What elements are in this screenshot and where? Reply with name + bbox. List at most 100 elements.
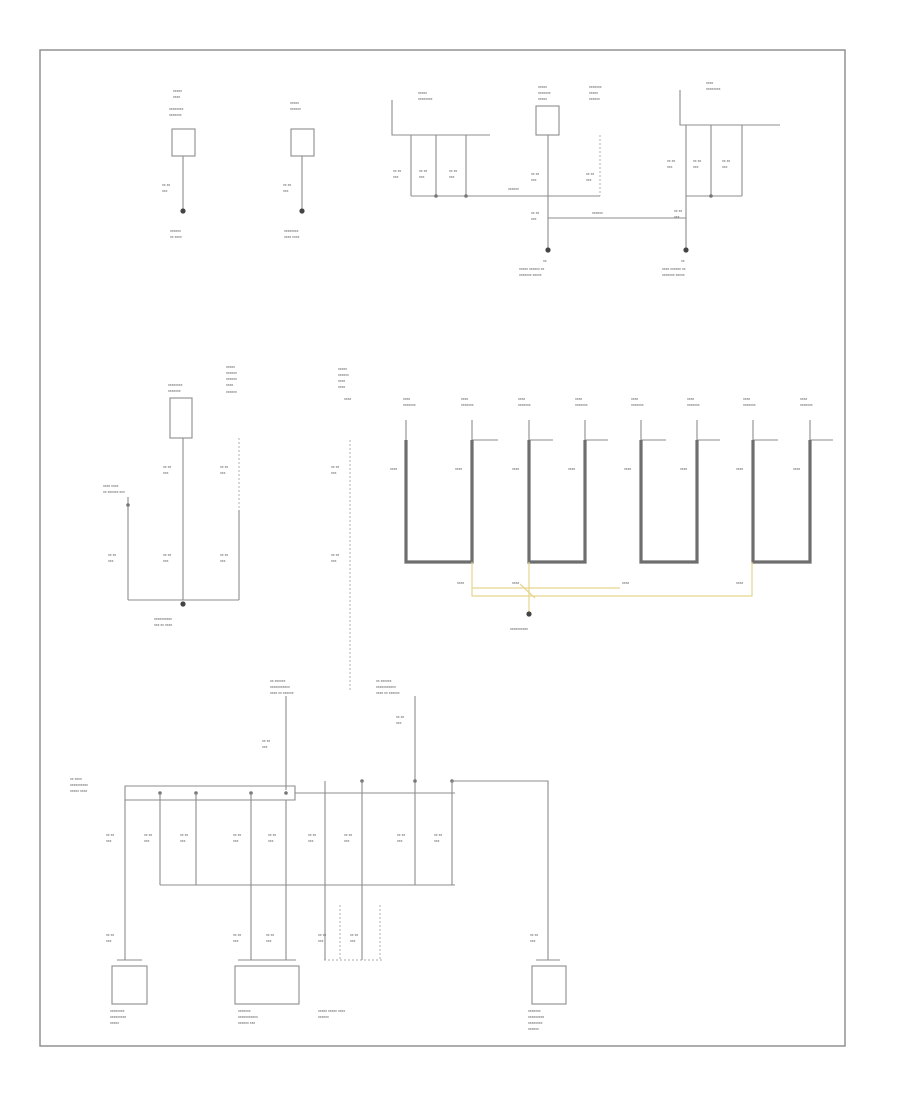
svg-text:xx xx: xx xx	[106, 933, 114, 937]
svg-text:xxx: xxx	[163, 559, 169, 563]
svg-text:xx xx: xx xx	[674, 209, 682, 213]
svg-text:xxx: xxx	[106, 939, 112, 943]
svg-text:xxxxx xxxxx xxxx: xxxxx xxxxx xxxx	[318, 1009, 345, 1013]
svg-text:xxxxxxx xxxxx: xxxxxxx xxxxx	[519, 273, 542, 277]
svg-text:xxx: xxx	[419, 175, 425, 179]
svg-text:xxxxxxxx: xxxxxxxx	[169, 107, 184, 111]
ground-icon	[299, 208, 305, 214]
svg-text:xxxxxxxxx: xxxxxxxxx	[528, 1015, 544, 1019]
svg-text:xxxx: xxxx	[793, 467, 800, 471]
svg-text:xxx: xxx	[531, 217, 537, 221]
svg-text:xxx: xxx	[722, 165, 728, 169]
svg-text:xxxx: xxxx	[736, 467, 743, 471]
svg-text:xxx: xxx	[530, 939, 536, 943]
svg-text:xxxxxx: xxxxxx	[226, 390, 237, 394]
svg-text:xxxxxxx: xxxxxxx	[589, 85, 602, 89]
svg-text:xx xx: xx xx	[266, 933, 274, 937]
component-box-icon	[535, 105, 560, 136]
svg-text:xxxxxx: xxxxxx	[170, 229, 181, 233]
svg-text:xx xx: xx xx	[396, 715, 404, 719]
svg-text:xxxxxxx: xxxxxxx	[528, 1009, 541, 1013]
svg-text:xxxxxxxxxxx: xxxxxxxxxxx	[238, 1015, 258, 1019]
svg-text:xxxxxxxx: xxxxxxxx	[528, 1021, 543, 1025]
svg-text:xxxxx: xxxxx	[538, 97, 547, 101]
svg-text:xxx xx xxxx: xxx xx xxxx	[154, 623, 172, 627]
svg-text:xxxx: xxxx	[512, 467, 519, 471]
svg-text:xxxxxx: xxxxxx	[290, 107, 301, 111]
svg-text:xxx: xxx	[266, 939, 272, 943]
module-bank: xxxxxxxxxxx xxxxxxxxxxx xxxxxxxxxxx xxxx…	[390, 397, 833, 631]
svg-text:xxxx: xxxx	[575, 397, 582, 401]
svg-text:xxxx: xxxx	[457, 581, 464, 585]
svg-text:xxxxxx: xxxxxx	[589, 97, 600, 101]
svg-text:xx xx: xx xx	[162, 183, 170, 187]
svg-text:xxxxxxx: xxxxxxx	[403, 403, 416, 407]
component-box-icon	[111, 965, 148, 1005]
svg-text:xx xx: xx xx	[350, 933, 358, 937]
svg-text:xx xx: xx xx	[449, 169, 457, 173]
svg-text:xxxxxxx xxxxx: xxxxxxx xxxxx	[662, 273, 685, 277]
svg-text:xx: xx	[543, 259, 547, 263]
svg-text:xxxx: xxxx	[461, 397, 468, 401]
svg-text:xxxxx: xxxxx	[338, 367, 347, 371]
svg-text:xx xx: xx xx	[318, 933, 326, 937]
svg-text:xxxx: xxxx	[736, 581, 743, 585]
component-box-icon	[169, 397, 193, 439]
component-box-icon	[290, 128, 315, 157]
svg-text:xx xx: xx xx	[180, 833, 188, 837]
svg-text:xx xxxx: xx xxxx	[170, 235, 182, 239]
svg-text:xxx: xxx	[449, 175, 455, 179]
svg-text:xxxxxxxx: xxxxxxxx	[284, 229, 299, 233]
svg-text:xxxxxx xxx: xxxxxx xxx	[238, 1021, 255, 1025]
svg-text:xx xx: xx xx	[283, 183, 291, 187]
svg-text:xx xx: xx xx	[106, 833, 114, 837]
svg-text:xxxxxxxxxx: xxxxxxxxxx	[154, 617, 172, 621]
svg-text:xxxx: xxxx	[622, 581, 629, 585]
svg-text:xx xx: xx xx	[531, 172, 539, 176]
svg-text:xx xx: xx xx	[530, 933, 538, 937]
svg-text:xxx: xxx	[693, 165, 699, 169]
svg-text:xxxx xx xxxxxx: xxxx xx xxxxxx	[270, 691, 294, 695]
svg-text:xxxxxx: xxxxxx	[318, 1015, 329, 1019]
svg-text:xxxxxxx: xxxxxxx	[168, 389, 181, 393]
svg-text:xxx: xxx	[233, 839, 239, 843]
svg-text:xxxx: xxxx	[226, 383, 233, 387]
svg-text:xxxxxxx: xxxxxxx	[461, 403, 474, 407]
svg-text:xxxxxxxxxx: xxxxxxxxxx	[70, 783, 88, 787]
svg-text:xxx: xxx	[233, 939, 239, 943]
component-box-icon	[531, 965, 567, 1005]
svg-text:xxxx: xxxx	[390, 467, 397, 471]
svg-text:xxx: xxx	[667, 165, 673, 169]
svg-text:xxxx: xxxx	[403, 397, 410, 401]
svg-text:xxxx: xxxx	[624, 467, 631, 471]
ground-icon	[683, 247, 689, 253]
svg-text:xx xx: xx xx	[220, 465, 228, 469]
svg-text:xxx: xxx	[163, 471, 169, 475]
svg-text:xxxx xxxx: xxxx xxxx	[284, 235, 300, 239]
svg-text:xxx: xxx	[318, 939, 324, 943]
svg-text:xx xxxxxx: xx xxxxxx	[270, 679, 286, 683]
svg-text:xx xx: xx xx	[308, 833, 316, 837]
svg-text:xx xx: xx xx	[268, 833, 276, 837]
svg-text:xx xx: xx xx	[262, 739, 270, 743]
svg-text:xxxxxxxx: xxxxxxxx	[110, 1009, 125, 1013]
svg-text:xxxxxxxxxxx: xxxxxxxxxxx	[376, 685, 396, 689]
svg-text:xxxxx: xxxxx	[226, 365, 235, 369]
svg-text:xxx: xxx	[674, 215, 680, 219]
component-box-icon	[234, 965, 300, 1005]
svg-text:xxxxxx: xxxxxx	[226, 377, 237, 381]
svg-text:xxxxxxxx: xxxxxxxx	[706, 87, 721, 91]
svg-text:xx xx: xx xx	[344, 833, 352, 837]
svg-text:xxxxxxx: xxxxxxx	[518, 403, 531, 407]
svg-text:xxxxx: xxxxx	[290, 101, 299, 105]
svg-text:xxxx: xxxx	[800, 397, 807, 401]
svg-text:xx xx: xx xx	[586, 172, 594, 176]
component-box-icon	[171, 128, 196, 157]
svg-text:xxx: xxx	[396, 721, 402, 725]
